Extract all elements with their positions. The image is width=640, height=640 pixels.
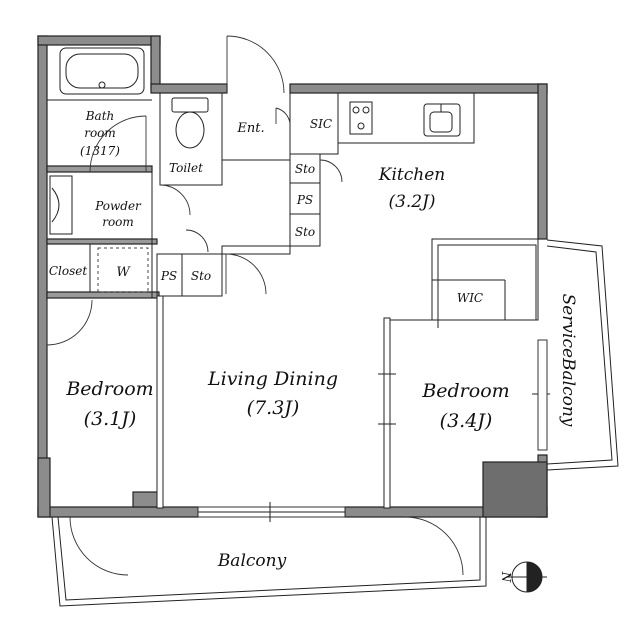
sto-door: [319, 159, 343, 183]
bedroom-right-window: [537, 339, 548, 451]
kitchen-size: (3.2J): [388, 192, 435, 212]
exterior-walls: [37, 35, 548, 518]
toilet-label: Toilet: [169, 161, 203, 175]
service-balcony-label: ServiceBalcony: [558, 294, 578, 427]
north-label: N: [499, 571, 513, 583]
sto-left-label: Sto: [191, 269, 211, 283]
bathroom-label-3: (1317): [80, 144, 120, 158]
washer-label: W: [116, 265, 131, 280]
powder-label-1: Powder: [94, 199, 142, 213]
bedroom-left-door: [46, 299, 93, 346]
balcony-door-left: [69, 516, 129, 576]
north-arrow-icon: [507, 561, 547, 593]
bedroom-right-label: Bedroom: [421, 380, 509, 402]
bedroom-right-size: (3.4J): [440, 410, 493, 432]
bath-door: [89, 115, 147, 173]
living-window: [197, 502, 346, 522]
sink-vanity: [49, 175, 73, 235]
service-balcony: [546, 239, 619, 471]
sto-2-label: Sto: [295, 225, 315, 239]
living-size: (7.3J): [247, 397, 300, 419]
kitchen-label: Kitchen: [378, 165, 445, 185]
bathroom-label-1: Bath: [85, 109, 115, 123]
ps-left-label: PS: [160, 269, 177, 283]
sto-1-label: Sto: [295, 162, 315, 176]
toilet-fixture: [159, 97, 209, 216]
ps-mid-label: PS: [296, 193, 313, 207]
hall-door: [225, 253, 267, 295]
closet-door-ent: [275, 107, 291, 125]
bathroom-label-2: room: [84, 126, 116, 140]
balcony-door-right: [404, 516, 464, 576]
living-label: Living Dining: [207, 368, 338, 390]
closet-label: Closet: [49, 264, 88, 278]
bathtub: [59, 47, 145, 95]
bedroom-left-label: Bedroom: [65, 378, 153, 400]
washer-space: [97, 247, 149, 293]
balcony: [51, 516, 487, 607]
powder-label-2: room: [102, 215, 134, 229]
wic-label: WIC: [457, 291, 483, 305]
kitchen-counter: [337, 92, 475, 144]
interior-walls: [46, 92, 550, 509]
entrance-label: Ent.: [236, 121, 264, 136]
toilet-door: [185, 229, 209, 253]
balcony-label: Balcony: [217, 551, 287, 571]
entrance-door: [226, 35, 285, 94]
bedroom-left-size: (3.1J): [84, 408, 137, 430]
sic-label: SIC: [310, 117, 332, 131]
